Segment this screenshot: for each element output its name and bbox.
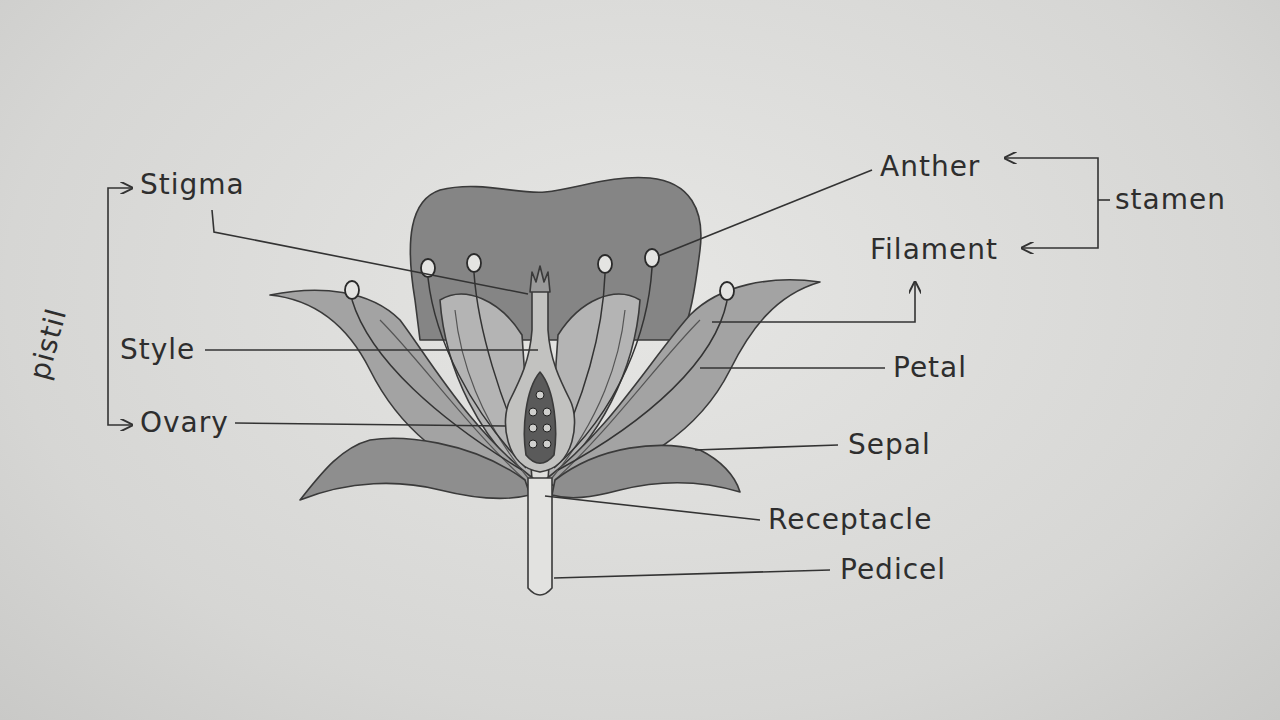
ovule	[543, 440, 551, 448]
part-label: Receptacle	[768, 503, 932, 537]
anther	[645, 249, 659, 267]
anther	[720, 282, 734, 300]
part-label: Ovary	[140, 406, 229, 440]
filament	[558, 301, 727, 470]
sepal	[552, 445, 740, 497]
ovule	[543, 424, 551, 432]
ovule	[529, 440, 537, 448]
filament	[352, 300, 522, 470]
stamen-bracket	[1005, 158, 1098, 248]
ovule	[529, 408, 537, 416]
part-label: Petal	[893, 351, 967, 385]
pistil-bracket	[108, 188, 132, 425]
leader-line	[658, 170, 872, 256]
leader-line	[700, 367, 885, 369]
ovule	[529, 424, 537, 432]
part-label: stamen	[1115, 183, 1226, 217]
sepal	[300, 438, 530, 500]
ovary-cavity	[524, 372, 555, 463]
pedicel	[528, 478, 552, 595]
anther	[467, 254, 481, 272]
part-label: pistil	[23, 304, 75, 383]
leader-line	[212, 210, 528, 294]
stigma	[530, 266, 550, 292]
part-label: Style	[120, 333, 195, 367]
leader-line	[205, 349, 538, 351]
leader-line	[712, 282, 915, 322]
part-label: Filament	[870, 233, 998, 267]
anther	[345, 281, 359, 299]
anther	[598, 255, 612, 273]
ovule	[536, 391, 544, 399]
pistil	[505, 290, 574, 472]
stamen-bracket	[1098, 199, 1110, 201]
leader-line	[235, 423, 506, 426]
ovule	[543, 408, 551, 416]
part-label: Pedicel	[840, 553, 946, 587]
leader-line	[554, 570, 830, 578]
part-label: Anther	[880, 150, 980, 184]
leader-line	[545, 496, 760, 520]
part-label: Sepal	[848, 428, 931, 462]
part-label: Stigma	[140, 168, 245, 202]
leader-line	[695, 445, 838, 450]
